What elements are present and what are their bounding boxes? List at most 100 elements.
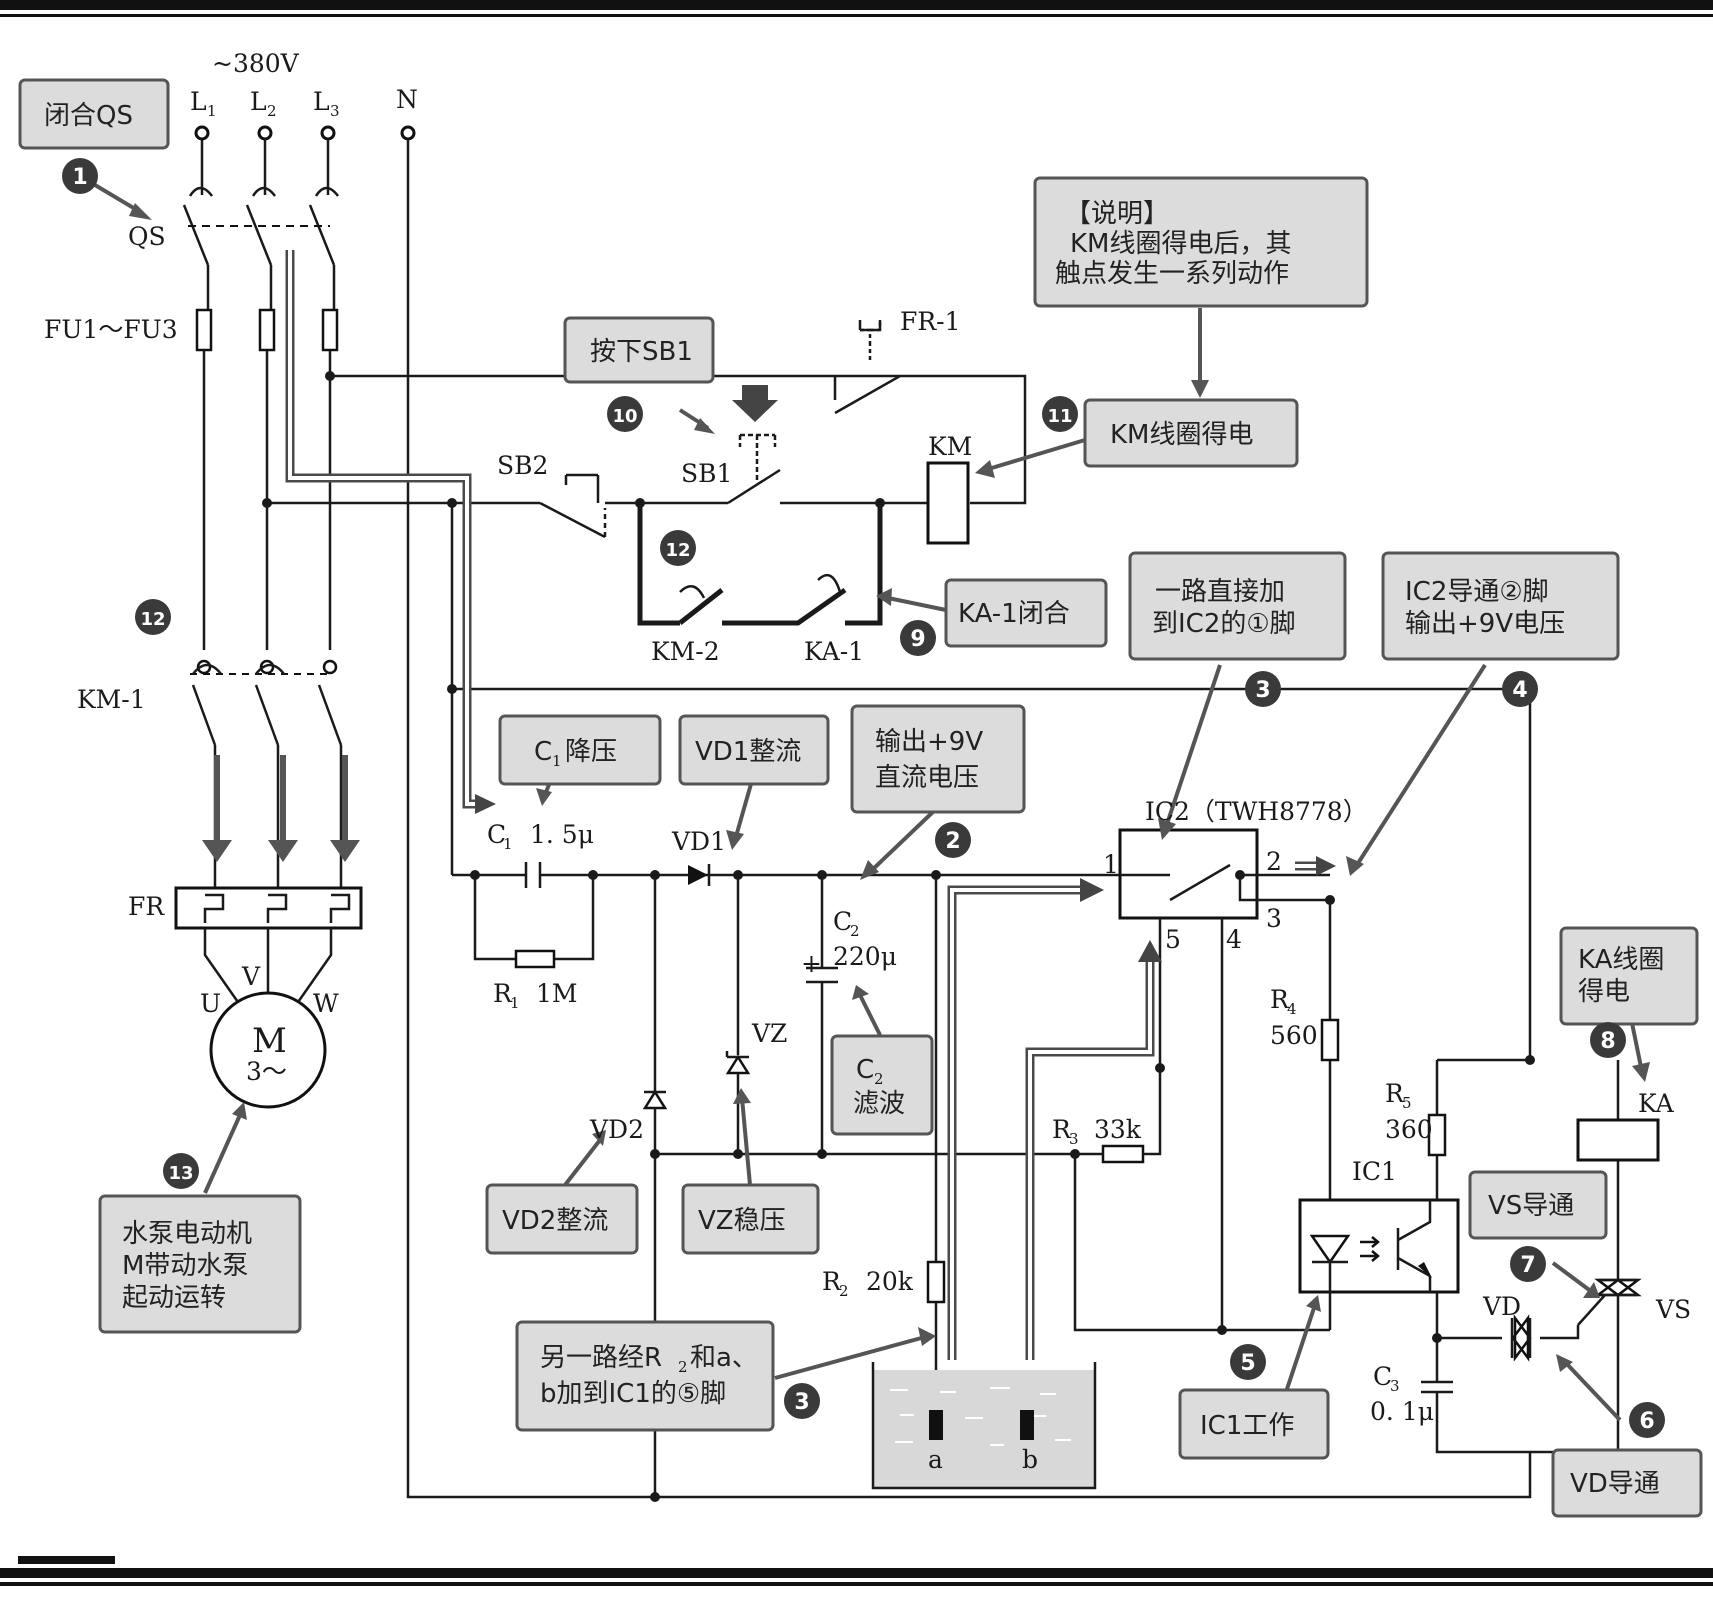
svg-text:直流电压: 直流电压 [875, 763, 979, 793]
callout-c2-filter: C 2 滤波 [830, 1034, 934, 1136]
svg-text:1: 1 [510, 994, 520, 1012]
svg-text:220μ: 220μ [833, 942, 897, 971]
callout-motor: 水泵电动机 M带动水泵 起动运转 [98, 1194, 302, 1334]
svg-text:8: 8 [1600, 1029, 1615, 1054]
svg-text:2: 2 [839, 1282, 849, 1300]
step-4-badge: 4 [1502, 671, 1538, 707]
svg-text:1: 1 [552, 752, 562, 770]
callout-close-qs: 闭合QS [18, 78, 170, 150]
svg-text:另一路经R: 另一路经R [540, 1343, 662, 1373]
svg-text:3: 3 [330, 102, 340, 120]
bottom-border [0, 1568, 1713, 1578]
callout-vd-on: VD导通 [1551, 1448, 1703, 1518]
km-label: KM [928, 432, 972, 461]
step-12b-badge: 12 [135, 599, 171, 635]
svg-text:5: 5 [1165, 925, 1181, 954]
r3-label: R [1052, 1115, 1072, 1144]
c2-label: C [833, 907, 852, 936]
callout-ic2-output: IC2导通②脚 输出+9V电压 [1381, 551, 1620, 661]
svg-text:1: 1 [72, 165, 87, 190]
svg-text:2: 2 [1266, 847, 1282, 876]
svg-text:3～: 3～ [246, 1057, 287, 1086]
svg-text:按下SB1: 按下SB1 [590, 337, 693, 367]
ka1-label: KA-1 [804, 637, 864, 666]
c3-label: C [1373, 1362, 1392, 1391]
svg-text:4: 4 [1226, 925, 1242, 954]
ka-coil [1576, 1118, 1660, 1162]
motor-label: M [252, 1021, 287, 1061]
r2-label: R [822, 1267, 842, 1296]
svg-text:VD2整流: VD2整流 [502, 1206, 608, 1236]
svg-text:2: 2 [267, 102, 277, 120]
svg-text:6: 6 [1639, 1409, 1654, 1434]
fr-label: FR [128, 892, 165, 921]
step-5-badge: 5 [1230, 1344, 1266, 1380]
svg-text:33k: 33k [1094, 1115, 1142, 1144]
ka-label: KA [1638, 1089, 1675, 1118]
step-10-badge: 10 [607, 396, 643, 432]
svg-text:W: W [313, 989, 339, 1018]
supply-voltage-label: ~380V [212, 49, 300, 78]
svg-text:和a、: 和a、 [690, 1343, 758, 1373]
svg-text:11: 11 [1047, 406, 1072, 427]
l1-label: L [190, 87, 207, 116]
svg-text:20k: 20k [866, 1267, 914, 1296]
callout-boxes: 闭合QS 按下SB1 【说明】 KM线圈得电后，其 触点发生一系列动作 KM线圈… [18, 78, 1703, 1518]
svg-text:VS导通: VS导通 [1488, 1191, 1574, 1221]
callout-vd2-rect: VD2整流 [485, 1183, 639, 1255]
callout-other-path: 另一路经R 2 和a、 b加到IC1的⑤脚 [515, 1320, 775, 1432]
svg-text:560: 560 [1270, 1021, 1318, 1050]
r1-label: R [493, 979, 513, 1008]
svg-text:2: 2 [678, 1358, 688, 1376]
current-flow-path [285, 250, 1336, 1360]
svg-text:1. 5μ: 1. 5μ [530, 820, 594, 849]
svg-text:一路直接加: 一路直接加 [1155, 577, 1285, 607]
svg-text:输出+9V电压: 输出+9V电压 [1405, 609, 1565, 639]
svg-text:9: 9 [910, 627, 925, 652]
svg-text:KA线圈: KA线圈 [1578, 945, 1664, 975]
probe-b-label: b [1022, 1445, 1038, 1474]
step-3-badge: 3 [1245, 671, 1281, 707]
svg-text:IC2导通②脚: IC2导通②脚 [1405, 577, 1549, 607]
svg-text:KM线圈得电: KM线圈得电 [1110, 420, 1253, 450]
c1-label: C [487, 820, 506, 849]
svg-text:3: 3 [1069, 1130, 1079, 1148]
step-13-badge: 13 [163, 1153, 199, 1189]
svg-text:得电: 得电 [1578, 977, 1630, 1007]
svg-text:2: 2 [850, 922, 860, 940]
svg-text:闭合QS: 闭合QS [44, 101, 133, 131]
top-border [0, 0, 1713, 10]
svg-text:4: 4 [1512, 678, 1527, 703]
svg-text:2: 2 [945, 829, 960, 854]
svg-text:VD导通: VD导通 [1570, 1469, 1660, 1499]
vz-label: VZ [751, 1019, 787, 1048]
svg-text:3: 3 [794, 1390, 809, 1415]
callout-note: 【说明】 KM线圈得电后，其 触点发生一系列动作 [1033, 176, 1369, 308]
svg-text:10: 10 [612, 406, 637, 427]
step-9-badge: 9 [900, 620, 936, 656]
step-11-badge: 11 [1042, 396, 1078, 432]
callout-direct-ic2: 一路直接加 到IC2的①脚 [1128, 551, 1347, 661]
step-1-badge: 1 [62, 158, 98, 194]
svg-text:触点发生一系列动作: 触点发生一系列动作 [1055, 259, 1289, 289]
callout-out-9v: 输出+9V 直流电压 [850, 704, 1026, 814]
svg-text:360: 360 [1385, 1115, 1433, 1144]
vd-label: VD [1482, 1292, 1521, 1321]
n-label: N [396, 85, 418, 114]
fr1-label: FR-1 [900, 307, 961, 336]
svg-text:b加到IC1的⑤脚: b加到IC1的⑤脚 [540, 1379, 726, 1409]
svg-text:IC1工作: IC1工作 [1200, 1411, 1294, 1441]
svg-text:3: 3 [1255, 678, 1270, 703]
electronic-circuit [452, 828, 1660, 1502]
vd1-label: VD1 [671, 827, 726, 856]
svg-text:1: 1 [503, 835, 513, 853]
svg-text:U: U [200, 989, 221, 1018]
svg-text:输出+9V: 输出+9V [875, 727, 983, 757]
r5-label: R [1385, 1079, 1405, 1108]
step-2-badge: 2 [935, 822, 971, 858]
svg-text:12: 12 [665, 540, 690, 561]
svg-text:降压: 降压 [565, 737, 617, 767]
svg-text:水泵电动机: 水泵电动机 [122, 1219, 252, 1249]
svg-text:M带动水泵: M带动水泵 [122, 1251, 248, 1281]
svg-text:KM线圈得电后，其: KM线圈得电后，其 [1070, 229, 1291, 259]
